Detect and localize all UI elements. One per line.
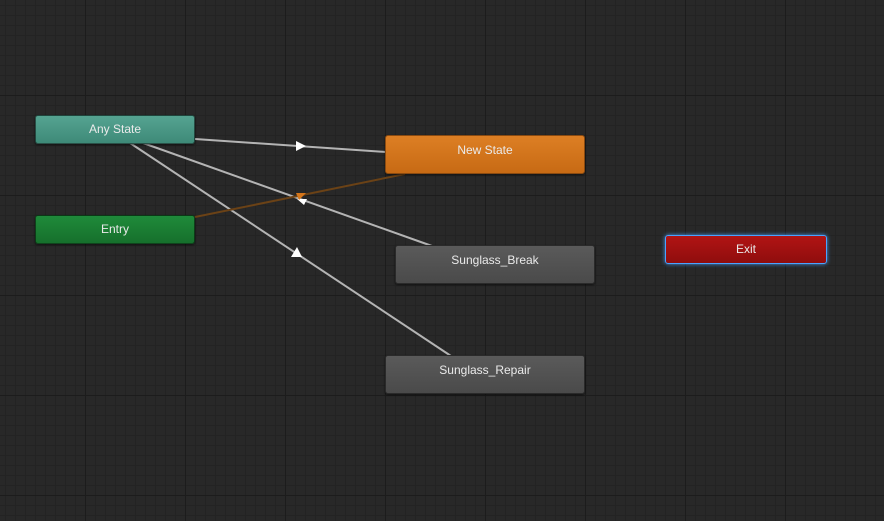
sunglass-break-node[interactable]: Sunglass_Break — [395, 245, 595, 284]
transition-break-to-any[interactable] — [142, 142, 433, 247]
transition-arrow-icon — [297, 199, 307, 205]
new-state-node[interactable]: New State — [385, 135, 585, 174]
transition-arrow-icon — [296, 193, 306, 200]
transition-repair-to-any[interactable] — [129, 142, 452, 357]
transition-arrow-icon — [296, 141, 306, 151]
exit-node[interactable]: Exit — [665, 235, 827, 264]
sunglass-repair-node[interactable]: Sunglass_Repair — [385, 355, 585, 394]
transition-arrow-icon — [291, 247, 302, 257]
transition-any-to-new-state[interactable] — [194, 138, 387, 153]
default-transition-entry-to-new-state[interactable] — [194, 173, 406, 218]
any-state-node[interactable]: Any State — [35, 115, 195, 144]
entry-node[interactable]: Entry — [35, 215, 195, 244]
